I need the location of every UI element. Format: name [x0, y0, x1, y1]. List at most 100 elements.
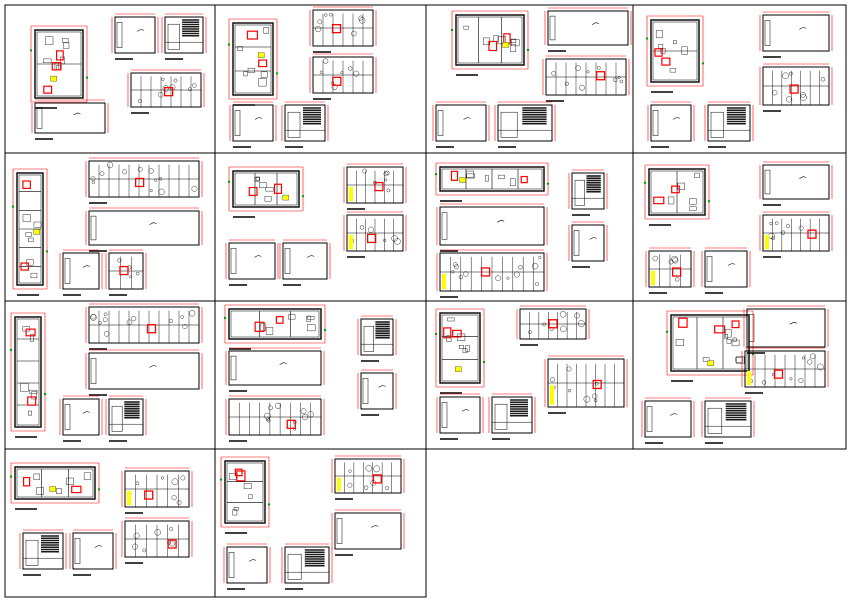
fixture	[307, 411, 314, 418]
panel-5	[11, 157, 203, 296]
fixture	[28, 389, 38, 394]
door-frame	[64, 258, 71, 284]
plan-wall	[439, 312, 481, 384]
fixture	[497, 36, 506, 45]
red-marker	[51, 62, 62, 71]
note-mark	[799, 176, 807, 179]
green-dot	[29, 49, 33, 52]
red-marker	[246, 30, 259, 40]
cabinet	[494, 403, 508, 430]
yellow-marker	[282, 194, 289, 201]
plan-inner-wall	[441, 314, 479, 382]
door-frame	[362, 378, 369, 404]
note-mark	[82, 265, 90, 268]
green-dot	[301, 195, 305, 198]
note-mark	[799, 27, 807, 30]
fixture	[596, 65, 601, 70]
fixture	[567, 388, 572, 393]
elevation-frame	[62, 252, 100, 290]
fixture	[135, 271, 140, 276]
fixture	[288, 314, 296, 320]
fixture	[391, 235, 398, 242]
fixture	[66, 477, 74, 485]
fixture	[786, 96, 793, 103]
fixture	[583, 395, 591, 403]
fixture	[724, 334, 728, 339]
green-dot	[45, 250, 49, 253]
door-frame	[90, 358, 97, 384]
elevation-frame	[72, 532, 114, 570]
note-mark	[378, 385, 386, 388]
elevation-frame	[644, 400, 692, 438]
fixture	[317, 19, 323, 25]
elevation-frame	[34, 102, 106, 134]
cabinet	[287, 111, 301, 138]
red-marker	[654, 48, 663, 57]
fixture	[28, 237, 34, 242]
red-marker	[374, 181, 384, 192]
red-marker	[731, 320, 740, 329]
red-marker	[163, 87, 174, 97]
elevation-frame	[435, 104, 487, 142]
elevation-frame	[762, 14, 830, 52]
fixture	[577, 320, 585, 327]
plan-wall	[670, 314, 750, 372]
fixture	[551, 70, 557, 76]
fixture	[340, 71, 344, 75]
door-frame	[284, 248, 291, 274]
fixture	[98, 321, 102, 325]
fixture	[248, 494, 253, 500]
fixture	[26, 259, 34, 266]
yellow-marker	[33, 229, 40, 235]
red-marker	[146, 324, 157, 334]
fixture	[383, 238, 387, 243]
fixture	[373, 465, 381, 473]
note-mark	[672, 117, 681, 120]
red-marker	[144, 490, 154, 500]
fixture	[564, 81, 569, 86]
plan-wall	[455, 14, 525, 66]
fixture	[364, 485, 369, 490]
plan-wall	[224, 460, 266, 524]
elevation-frame	[704, 400, 752, 438]
red-marker	[520, 175, 528, 184]
fixture	[786, 224, 790, 228]
fixture	[233, 507, 239, 511]
fixture	[331, 84, 338, 90]
fixture	[176, 500, 182, 505]
note-mark	[371, 525, 379, 528]
elevation-frame	[228, 242, 276, 280]
green-dot	[223, 316, 227, 320]
door-frame	[36, 107, 43, 129]
red-marker	[55, 50, 64, 61]
fixture	[798, 377, 804, 383]
fixture	[254, 177, 260, 182]
plan-inner-wall	[457, 16, 523, 64]
fixture	[367, 226, 374, 233]
fixture	[91, 180, 95, 184]
fixture	[560, 325, 567, 333]
fixture	[131, 316, 137, 322]
fixture	[465, 170, 475, 178]
elevation-frame	[547, 10, 629, 46]
fixture	[538, 255, 542, 259]
yellow-marker	[50, 75, 57, 82]
plan-inner-wall	[226, 462, 264, 522]
cabinet	[500, 111, 518, 138]
fixture	[732, 337, 737, 342]
red-marker	[248, 186, 258, 196]
green-dot	[450, 28, 454, 32]
plan-wall	[34, 29, 84, 99]
note-mark	[589, 237, 597, 240]
fixture	[158, 177, 163, 181]
fixture	[102, 317, 108, 322]
fixture	[148, 168, 154, 174]
panel-8	[643, 161, 833, 294]
red-marker	[488, 40, 498, 52]
plan-inner-wall	[16, 318, 40, 426]
fixture	[458, 275, 463, 280]
door-frame	[441, 402, 448, 428]
fixture	[329, 12, 333, 17]
fixture	[761, 380, 767, 385]
note-mark	[248, 559, 257, 562]
